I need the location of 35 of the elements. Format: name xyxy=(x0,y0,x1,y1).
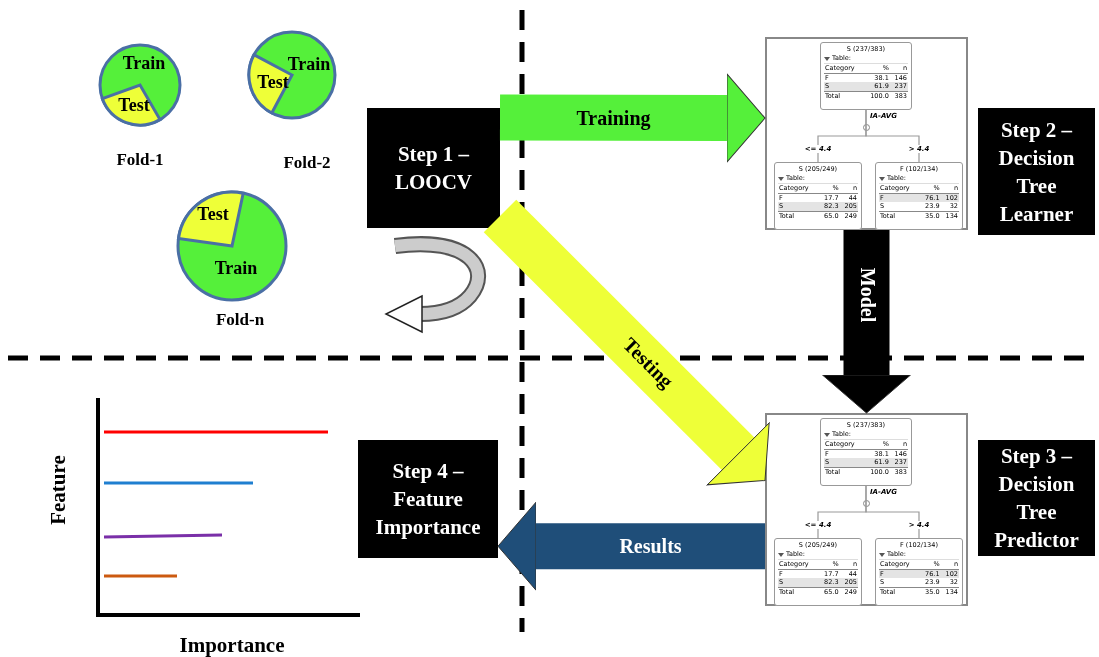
fold-label: Fold-n xyxy=(215,310,265,330)
pie-label: Test xyxy=(118,94,150,116)
pie-label: Train xyxy=(287,53,331,75)
pie-label: Test xyxy=(257,71,289,93)
tree-node-box xyxy=(774,162,862,230)
pie-label: Test xyxy=(197,203,229,225)
fold-pie-chart xyxy=(98,43,182,127)
tree-node-box xyxy=(820,418,912,486)
step-box: Step 1 – LOOCV xyxy=(367,108,500,228)
step-box: Step 4 – Feature Importance xyxy=(358,440,498,558)
block-arrow xyxy=(499,73,766,163)
tree-node-box xyxy=(820,42,912,110)
block-arrow xyxy=(483,199,770,486)
decision-tree-panel xyxy=(765,413,968,606)
fold-pie-chart xyxy=(176,190,288,302)
connector-line xyxy=(865,485,920,539)
pie-label: Train xyxy=(214,257,258,279)
tree-node-box xyxy=(875,538,963,606)
fold-label: Fold-2 xyxy=(283,153,331,173)
step-box: Step 2 – Decision Tree Learner xyxy=(978,108,1095,235)
axis-label: Feature xyxy=(45,455,71,525)
block-arrow xyxy=(822,230,911,414)
decision-tree-panel xyxy=(765,37,968,230)
fold-label: Fold-1 xyxy=(116,150,164,170)
tree-node-box xyxy=(875,162,963,230)
edge-label: Results xyxy=(619,534,682,558)
block-arrow xyxy=(497,501,765,591)
fold-pie-chart xyxy=(247,30,337,120)
step-box: Step 3 – Decision Tree Predictor xyxy=(978,440,1095,556)
edge-label: Model xyxy=(855,268,878,323)
connector-line xyxy=(865,109,920,163)
edge-label: Training xyxy=(576,106,651,130)
tree-node-box xyxy=(774,538,862,606)
axis-label: Importance xyxy=(179,632,285,657)
pie-label: Train xyxy=(122,52,166,74)
